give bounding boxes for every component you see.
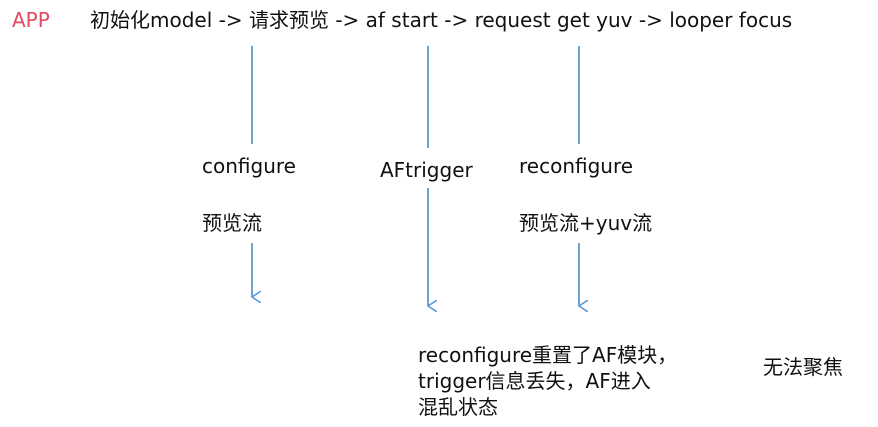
flow-sequence-text: 初始化model -> 请求预览 -> af start -> request … bbox=[90, 8, 793, 32]
aftrigger-label: AFtrigger bbox=[380, 158, 473, 182]
app-label: APP bbox=[12, 8, 50, 32]
reconfigure-label: reconfigure bbox=[519, 154, 634, 178]
result-description: reconfigure重置了AF模块， trigger信息丢失，AF进入 混乱状… bbox=[418, 342, 677, 420]
result-line-2: trigger信息丢失，AF进入 bbox=[418, 369, 651, 393]
preview-stream-label: 预览流 bbox=[202, 211, 262, 235]
result-line-3: 混乱状态 bbox=[418, 395, 498, 419]
result-line-1: reconfigure重置了AF模块， bbox=[418, 343, 678, 367]
configure-label: configure bbox=[202, 154, 296, 178]
outcome-label: 无法聚焦 bbox=[763, 355, 843, 379]
preview-yuv-stream-label: 预览流+yuv流 bbox=[519, 211, 653, 235]
